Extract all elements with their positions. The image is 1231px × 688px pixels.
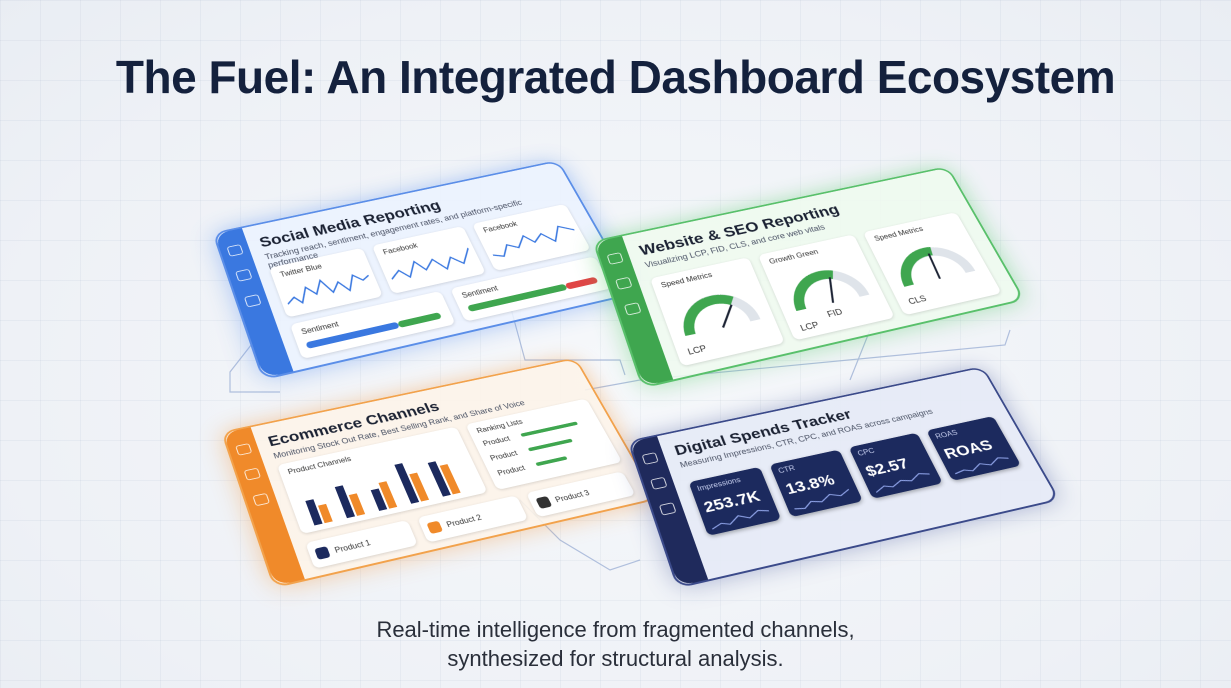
card-label: Growth Green xyxy=(767,247,820,266)
card-label: Sentiment xyxy=(460,284,500,300)
panel-rail-icon xyxy=(623,302,642,316)
page-subtitle: Real-time intelligence from fragmented c… xyxy=(0,615,1231,673)
product-label: Product 3 xyxy=(553,488,592,505)
kpi-card-ctr[interactable]: CTR 13.8% xyxy=(769,449,863,518)
ranking-bar xyxy=(535,456,568,467)
gauge-icon xyxy=(883,235,980,291)
gauge-label: LCP xyxy=(798,319,821,333)
panel-rail-icon xyxy=(243,294,262,308)
gauge-icon xyxy=(777,257,874,315)
ranking-bar xyxy=(527,438,573,452)
gauge-label: FID xyxy=(825,306,844,319)
panel-rail-icon xyxy=(235,443,253,456)
ecommerce-panel[interactable]: Ecommerce Channels Monitoring Stock Out … xyxy=(220,357,658,589)
panel-rail-icon xyxy=(243,467,262,481)
gauge-card[interactable]: Speed Metrics LCP xyxy=(650,257,785,367)
panel-rail-icon xyxy=(606,252,624,265)
panel-rail-icon xyxy=(252,492,271,507)
kpi-label: CPC xyxy=(856,446,876,458)
ranking-bar xyxy=(520,421,579,437)
ranking-label: Product xyxy=(488,449,519,463)
product-label: Product 2 xyxy=(445,513,484,530)
gauge-icon xyxy=(668,281,765,341)
sentiment-bar xyxy=(397,312,442,328)
page-title: The Fuel: An Integrated Dashboard Ecosys… xyxy=(115,51,1116,103)
kpi-card-roas[interactable]: ROAS ROAS xyxy=(926,416,1022,481)
gauge-label: LCP xyxy=(686,343,708,357)
gauge-label: CLS xyxy=(906,293,929,307)
card-label: Sentiment xyxy=(300,319,340,337)
panel-rail-icon xyxy=(615,276,633,290)
product-icon xyxy=(535,495,553,509)
card-label: Speed Metrics xyxy=(872,225,925,243)
panel-rail-icon xyxy=(650,476,668,490)
bar-chart-icon xyxy=(305,461,461,526)
subtitle-line: synthesized for structural analysis. xyxy=(447,646,784,671)
kpi-card-impressions[interactable]: Impressions 253.7K xyxy=(688,466,782,536)
product-icon xyxy=(426,520,444,535)
ranking-label: Product xyxy=(481,434,512,448)
panel-rail-icon xyxy=(226,244,244,257)
panel-rail-icon xyxy=(235,268,253,282)
panel-rail-icon xyxy=(658,502,677,516)
bar-chart-card[interactable]: Product Channels xyxy=(277,426,488,535)
sentiment-bar xyxy=(564,276,599,290)
product-label: Product 1 xyxy=(333,538,372,555)
panel-rail-icon xyxy=(641,452,659,465)
subtitle-line: Real-time intelligence from fragmented c… xyxy=(376,617,855,642)
kpi-card-cpc[interactable]: CPC $2.57 xyxy=(848,432,943,499)
ranking-label: Product xyxy=(496,463,527,478)
card-label: Speed Metrics xyxy=(659,270,714,290)
kpi-label: CTR xyxy=(777,464,797,475)
kpi-label: ROAS xyxy=(933,428,959,441)
product-icon xyxy=(314,546,331,560)
kpi-label: Impressions xyxy=(696,475,742,493)
